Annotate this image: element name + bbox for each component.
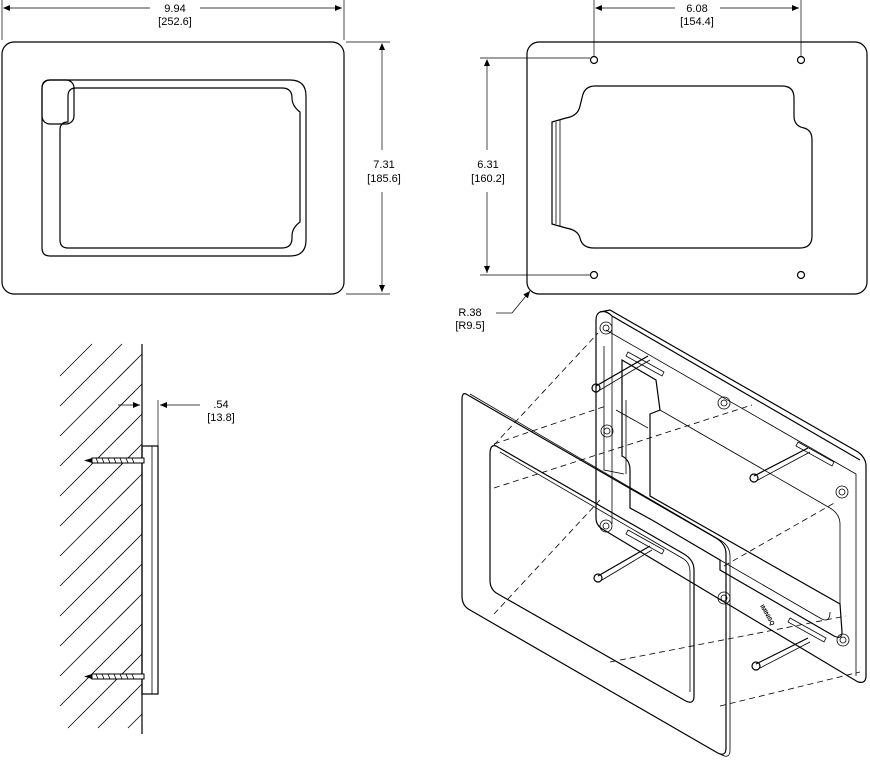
- front-width-in: 9.94: [164, 3, 185, 15]
- front-height-in: 7.31: [373, 159, 394, 171]
- side-profile: [141, 445, 159, 695]
- hole-vertical-in: 6.31: [477, 159, 498, 171]
- corner-radius-in: R.38: [458, 307, 481, 319]
- front-screen-opening: [59, 87, 301, 249]
- projection-lines: [493, 332, 861, 707]
- front-inner-frame: [41, 79, 307, 257]
- depth-mm: [13.8]: [207, 412, 235, 424]
- hole-spacing-mm: [154.4]: [680, 16, 714, 28]
- front-outer-frame: [1, 41, 345, 295]
- wall-hatching: [59, 343, 143, 729]
- mount-hole-top-right: [796, 55, 806, 65]
- depth-in: .54: [213, 399, 228, 411]
- front-frame: [461, 393, 731, 757]
- side-view: .54 [13.8]: [59, 343, 235, 734]
- exploded-screw-2: [749, 447, 811, 483]
- back-outer-frame: [526, 41, 868, 295]
- exploded-view: IMINISQ: [461, 309, 867, 757]
- hole-spacing-in: 6.08: [686, 3, 707, 15]
- back-plate: IMINISQ: [595, 309, 867, 683]
- corner-radius-mm: [R9.5]: [455, 320, 484, 332]
- exploded-screw-1: [591, 355, 651, 393]
- exploded-screw-4: [751, 637, 811, 671]
- mount-hole-bottom-right: [796, 270, 806, 280]
- back-view: 6.08 [154.4] 6.31 [160.2] R.38 [R9.5]: [455, 0, 868, 332]
- front-width-mm: [252.6]: [158, 16, 192, 28]
- hole-vertical-mm: [160.2]: [471, 173, 505, 185]
- exploded-screw-3: [593, 545, 653, 583]
- mount-hole-bottom-left: [589, 270, 599, 280]
- front-camera-notch: [41, 79, 75, 125]
- front-height-mm: [185.6]: [367, 173, 401, 185]
- front-view: 9.94 [252.6] 7.31 [185.6]: [1, 0, 401, 295]
- back-cutout: [551, 85, 813, 249]
- side-screw-top: [84, 457, 145, 464]
- side-screw-bottom: [84, 673, 145, 680]
- mount-hole-top-left: [589, 55, 599, 65]
